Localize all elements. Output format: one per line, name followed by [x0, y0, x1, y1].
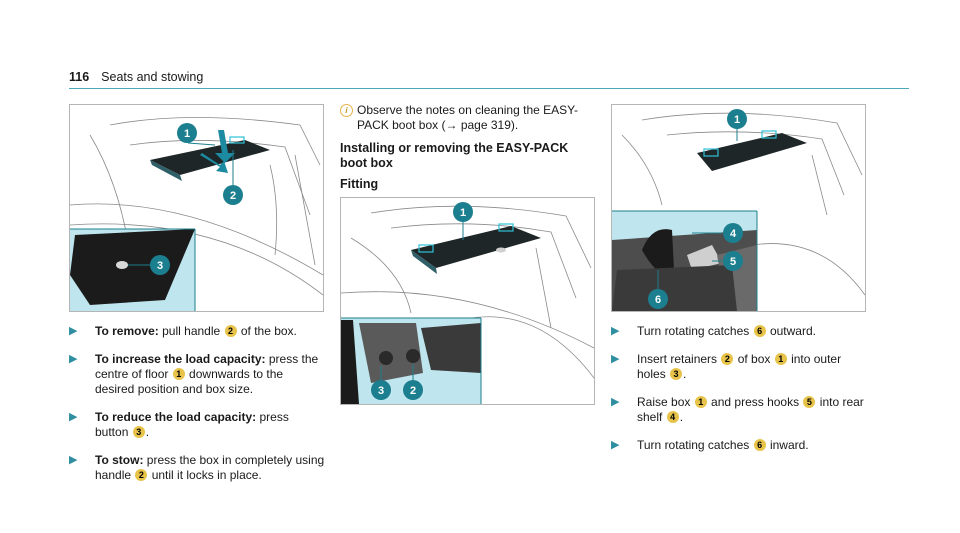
triangle-arrow-icon: ▶ [611, 439, 620, 451]
fitting-subtitle: Fitting [340, 177, 379, 191]
col1-instructions: ▶ To remove: pull handle 2 of the box. ▶… [69, 324, 325, 496]
svg-text:5: 5 [730, 256, 736, 268]
svg-text:2: 2 [230, 190, 236, 202]
section-title: Seats and stowing [101, 70, 204, 84]
svg-text:1: 1 [734, 114, 740, 126]
triangle-arrow-icon: ▶ [611, 325, 620, 337]
triangle-arrow-icon: ▶ [69, 353, 78, 365]
figure-mounting: 1 4 5 6 [611, 104, 866, 312]
number-badge: 6 [753, 439, 766, 451]
number-badge: 3 [670, 368, 683, 380]
callout-1: 1 [453, 202, 473, 222]
svg-text:1: 1 [184, 128, 190, 140]
svg-text:4: 4 [730, 228, 737, 240]
cleaning-note: i Observe the notes on cleaning the EASY… [340, 103, 598, 133]
svg-text:6: 6 [655, 294, 661, 306]
col2-intro: i Observe the notes on cleaning the EASY… [340, 103, 598, 198]
number-badge: 2 [224, 325, 237, 337]
triangle-arrow-icon: ▶ [69, 411, 78, 423]
number-badge: 1 [694, 396, 707, 408]
svg-text:3: 3 [378, 385, 384, 397]
number-badge: 2 [721, 353, 734, 365]
step-turn-inward: ▶ Turn rotating catches 6 inward. [611, 438, 809, 452]
number-badge: 3 [132, 426, 145, 438]
header-rule [69, 88, 909, 89]
step-turn-outward: ▶ Turn rotating catches 6 outward. [611, 324, 816, 338]
callout-1: 1 [727, 109, 747, 129]
svg-text:3: 3 [157, 260, 163, 272]
number-badge: 2 [135, 469, 148, 481]
callout-1: 1 [177, 123, 197, 143]
svg-text:2: 2 [410, 385, 416, 397]
figure-remove-box: 1 2 3 [69, 104, 324, 312]
install-title: Installing or removing the EASY-PACK boo… [340, 141, 569, 170]
triangle-arrow-icon: ▶ [611, 353, 620, 365]
boot-illustration-2: 1 3 2 [341, 202, 594, 404]
step-increase: ▶ To increase the load capacity: press t… [69, 352, 319, 396]
step-insert-retainers: ▶ Insert retainers 2 of box 1 into outer… [611, 352, 842, 381]
step-reduce: ▶ To reduce the load capacity: press but… [69, 410, 289, 439]
triangle-arrow-icon: ▶ [69, 325, 78, 337]
callout-3: 3 [371, 380, 391, 400]
number-badge: 1 [172, 368, 185, 380]
number-badge: 1 [774, 353, 787, 365]
callout-6: 6 [648, 289, 668, 309]
step-raise-box: ▶ Raise box 1 and press hooks 5 into rea… [611, 395, 864, 424]
col3-instructions: ▶ Turn rotating catches 6 outward. ▶ Ins… [611, 324, 871, 466]
callout-2: 2 [223, 185, 243, 205]
number-badge: 4 [666, 411, 679, 423]
callout-5: 5 [723, 251, 743, 271]
callout-3: 3 [150, 255, 170, 275]
boot-illustration-1: 1 2 3 [70, 117, 323, 311]
step-remove: ▶ To remove: pull handle 2 of the box. [69, 324, 297, 338]
triangle-arrow-icon: ▶ [69, 454, 78, 466]
page-number: 116 [69, 70, 90, 84]
step-stow: ▶ To stow: press the box in completely u… [69, 453, 325, 482]
number-badge: 5 [803, 396, 816, 408]
info-icon: i [340, 104, 353, 117]
figure-fitting: 1 3 2 [340, 197, 595, 405]
number-badge: 6 [753, 325, 766, 337]
callout-2: 2 [403, 380, 423, 400]
triangle-arrow-icon: ▶ [611, 396, 620, 408]
page-header: 116 Seats and stowing [69, 70, 203, 84]
svg-text:1: 1 [460, 207, 466, 219]
callout-4: 4 [723, 223, 743, 243]
boot-illustration-3: 1 4 5 6 [612, 109, 865, 311]
